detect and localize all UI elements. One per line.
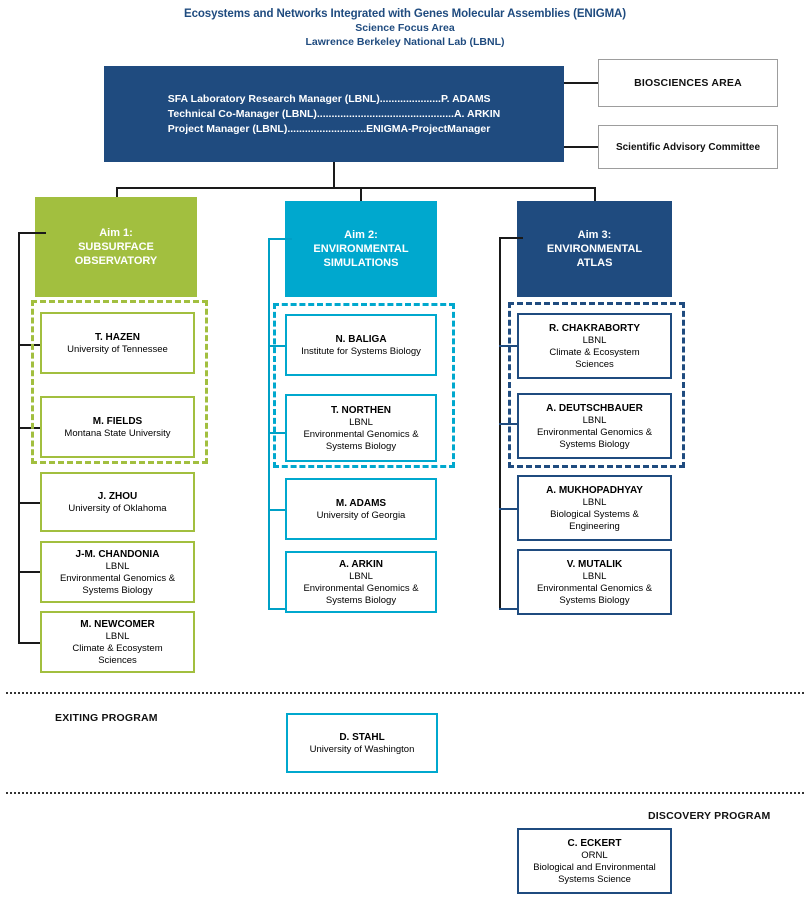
connector-aim1-branch-5 (18, 642, 42, 644)
biosciences-area-label: BIOSCIENCES AREA (634, 77, 742, 89)
connector-aim1-spine (18, 232, 20, 644)
aim-2-header: Aim 2: ENVIRONMENTAL SIMULATIONS (285, 201, 437, 297)
sfa-management-box: SFA Laboratory Research Manager (LBNL)..… (104, 66, 564, 162)
connector-aim2-branch-1 (268, 345, 292, 347)
aim-2-core-group-outline (273, 303, 455, 468)
connector-aim1-branch-1 (18, 344, 42, 346)
person-name-northen: T. NORTHEN (331, 404, 391, 416)
page-title: Ecosystems and Networks Integrated with … (0, 8, 810, 48)
person-name-eckert: C. ECKERT (567, 837, 622, 849)
person-box-stahl: D. STAHL University of Washington (286, 713, 438, 773)
sfa-management-roles: SFA Laboratory Research Manager (LBNL)..… (167, 92, 501, 135)
connector-aim2-to-header (268, 238, 292, 240)
aim-1-core-group-outline (31, 300, 208, 464)
person-affiliation-adams: University of Georgia (316, 509, 406, 521)
person-name-baliga: N. BALIGA (335, 333, 387, 345)
scientific-advisory-committee-label: Scientific Advisory Committee (615, 141, 761, 153)
connector-aim1-branch-2 (18, 427, 42, 429)
person-affiliation-baliga: Institute for Systems Biology (301, 345, 421, 357)
person-affiliation-chandonia: LBNL Environmental Genomics & Systems Bi… (59, 560, 176, 596)
aim-3-name: ENVIRONMENTAL ATLAS (546, 243, 643, 269)
discovery-program-label: DISCOVERY PROGRAM (648, 810, 771, 822)
person-affiliation-deutschbauer: LBNL Environmental Genomics & Systems Bi… (536, 414, 653, 450)
connector-aim3-branch-1 (499, 345, 523, 347)
person-box-chandonia: J-M. CHANDONIA LBNL Environmental Genomi… (40, 541, 195, 603)
person-box-deutschbauer: A. DEUTSCHBAUER LBNL Environmental Genom… (517, 393, 672, 459)
connector-header-stem (333, 162, 335, 188)
person-name-newcomer: M. NEWCOMER (80, 618, 155, 630)
person-box-northen: T. NORTHEN LBNL Environmental Genomics &… (285, 394, 437, 462)
connector-aim2-spine (268, 238, 270, 610)
connector-aim2-branch-4 (268, 608, 292, 610)
person-box-zhou: J. ZHOU University of Oklahoma (40, 472, 195, 532)
person-box-adams: M. ADAMS University of Georgia (285, 478, 437, 540)
aim-1-number: Aim 1: (99, 227, 133, 239)
person-box-hazen: T. HAZEN University of Tennessee (40, 312, 195, 374)
connector-aim1-branch-4 (18, 571, 42, 573)
person-box-eckert: C. ECKERT ORNL Biological and Environmen… (517, 828, 672, 894)
person-box-chakraborty: R. CHAKRABORTY LBNL Climate & Ecosystem … (517, 313, 672, 379)
aim-1-name: SUBSURFACE OBSERVATORY (74, 241, 158, 267)
person-affiliation-arkin: LBNL Environmental Genomics & Systems Bi… (303, 570, 419, 606)
person-affiliation-hazen: University of Tennessee (67, 343, 168, 355)
aim-3-core-group-outline (508, 302, 685, 468)
person-name-zhou: J. ZHOU (97, 490, 138, 502)
connector-aims-bus (116, 187, 596, 189)
aim-2-name: ENVIRONMENTAL SIMULATIONS (313, 243, 409, 269)
person-affiliation-stahl: University of Washington (309, 743, 415, 755)
aim-3-number: Aim 3: (577, 229, 612, 241)
connector-aim1-branch-3 (18, 502, 42, 504)
person-affiliation-northen: LBNL Environmental Genomics & Systems Bi… (303, 416, 419, 452)
person-affiliation-mukhopadhyay: LBNL Biological Systems & Engineering (550, 496, 639, 532)
connector-drop-aim1 (116, 187, 118, 198)
connector-aim3-branch-4 (499, 608, 523, 610)
person-box-newcomer: M. NEWCOMER LBNL Climate & Ecosystem Sci… (40, 611, 195, 673)
aim-1-header: Aim 1: SUBSURFACE OBSERVATORY (35, 197, 197, 297)
person-name-adams: M. ADAMS (335, 497, 387, 509)
aim-3-header: Aim 3: ENVIRONMENTAL ATLAS (517, 201, 672, 297)
connector-aim2-branch-2 (268, 432, 292, 434)
connector-sac (564, 146, 600, 148)
biosciences-area-box: BIOSCIENCES AREA (598, 59, 778, 107)
aim-2-number: Aim 2: (344, 229, 378, 241)
connector-aim3-branch-3 (499, 508, 523, 510)
person-affiliation-chakraborty: LBNL Climate & Ecosystem Sciences (549, 334, 640, 370)
connector-aim3-branch-2 (499, 423, 523, 425)
connector-biosciences (564, 82, 600, 84)
separator-discovery-program (6, 792, 804, 794)
person-name-deutschbauer: A. DEUTSCHBAUER (546, 402, 643, 414)
separator-exiting-program (6, 692, 804, 694)
person-name-stahl: D. STAHL (339, 731, 385, 743)
person-box-baliga: N. BALIGA Institute for Systems Biology (285, 314, 437, 376)
person-affiliation-fields: Montana State University (64, 427, 171, 439)
person-affiliation-eckert: ORNL Biological and Environmental System… (533, 849, 656, 885)
scientific-advisory-committee-box: Scientific Advisory Committee (598, 125, 778, 169)
person-box-fields: M. FIELDS Montana State University (40, 396, 195, 458)
connector-aim2-branch-3 (268, 509, 292, 511)
person-affiliation-mutalik: LBNL Environmental Genomics & Systems Bi… (536, 570, 653, 606)
person-name-fields: M. FIELDS (92, 415, 143, 427)
title-line-3: Lawrence Berkeley National Lab (LBNL) (305, 36, 505, 48)
person-box-arkin: A. ARKIN LBNL Environmental Genomics & S… (285, 551, 437, 613)
connector-aim3-to-header (499, 237, 523, 239)
person-name-chandonia: J-M. CHANDONIA (75, 548, 160, 560)
person-box-mukhopadhyay: A. MUKHOPADHYAY LBNL Biological Systems … (517, 475, 672, 541)
person-name-mukhopadhyay: A. MUKHOPADHYAY (546, 484, 643, 496)
person-name-arkin: A. ARKIN (338, 558, 384, 570)
connector-aim1-to-header (18, 232, 46, 234)
person-name-chakraborty: R. CHAKRABORTY (548, 322, 641, 334)
person-affiliation-newcomer: LBNL Climate & Ecosystem Sciences (72, 630, 163, 666)
title-line-2: Science Focus Area (355, 22, 455, 34)
person-name-hazen: T. HAZEN (95, 331, 140, 343)
title-line-1: Ecosystems and Networks Integrated with … (184, 8, 626, 20)
person-name-mutalik: V. MUTALIK (566, 558, 623, 570)
person-affiliation-zhou: University of Oklahoma (68, 502, 167, 514)
exiting-program-label: EXITING PROGRAM (55, 712, 158, 724)
connector-drop-aim3 (594, 187, 596, 202)
person-box-mutalik: V. MUTALIK LBNL Environmental Genomics &… (517, 549, 672, 615)
connector-drop-aim2 (360, 187, 362, 202)
